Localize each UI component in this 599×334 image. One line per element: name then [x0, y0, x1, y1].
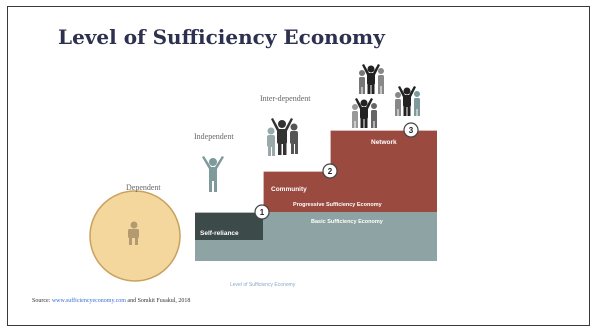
network-group-icon-right [395, 86, 420, 116]
band-label-progressive: Progressive Sufficiency Economy [293, 202, 383, 208]
independent-person-icon [202, 156, 224, 192]
diagram-caption: Level of Sufficiency Economy [230, 282, 296, 288]
source-link[interactable]: www.sufficiencyeconomy.com [51, 298, 126, 304]
slide: Level of Sufficiency Economy Self-relian… [7, 6, 590, 326]
svg-text:1: 1 [260, 208, 265, 217]
step2-red [263, 171, 437, 212]
step3-red [330, 130, 437, 171]
step-label-self-reliance: Self-reliance [200, 230, 239, 237]
svg-text:2: 2 [328, 167, 333, 176]
source-suffix: and Somkit Fusakul, 2018 [125, 298, 191, 304]
stage-label-independent: Independent [194, 132, 234, 141]
network-group-icon-top [359, 64, 384, 94]
sufficiency-staircase-diagram: Self-reliance Community Network Progress… [89, 64, 437, 282]
number-badge-1: 1 [254, 204, 270, 220]
band-label-basic: Basic Sufficiency Economy [311, 219, 384, 225]
source-prefix: Source: [32, 298, 52, 304]
step-label-network: Network [371, 139, 397, 146]
slide-title: Level of Sufficiency Economy [58, 25, 385, 49]
number-badge-3: 3 [403, 122, 419, 138]
staircase-outline [195, 129, 437, 213]
number-badge-2: 2 [322, 163, 338, 179]
step-label-community: Community [271, 186, 307, 193]
svg-text:3: 3 [409, 126, 414, 135]
dependent-person-icon [128, 221, 139, 245]
network-group-icon-left [352, 98, 377, 128]
community-group-icon [267, 118, 298, 156]
self-reliance-block [195, 212, 263, 240]
stage-label-dependent: Dependent [126, 183, 161, 192]
stage-label-interdependent: Inter-dependent [260, 94, 311, 103]
source-line: Source: www.sufficiencyeconomy.com and S… [32, 298, 190, 304]
